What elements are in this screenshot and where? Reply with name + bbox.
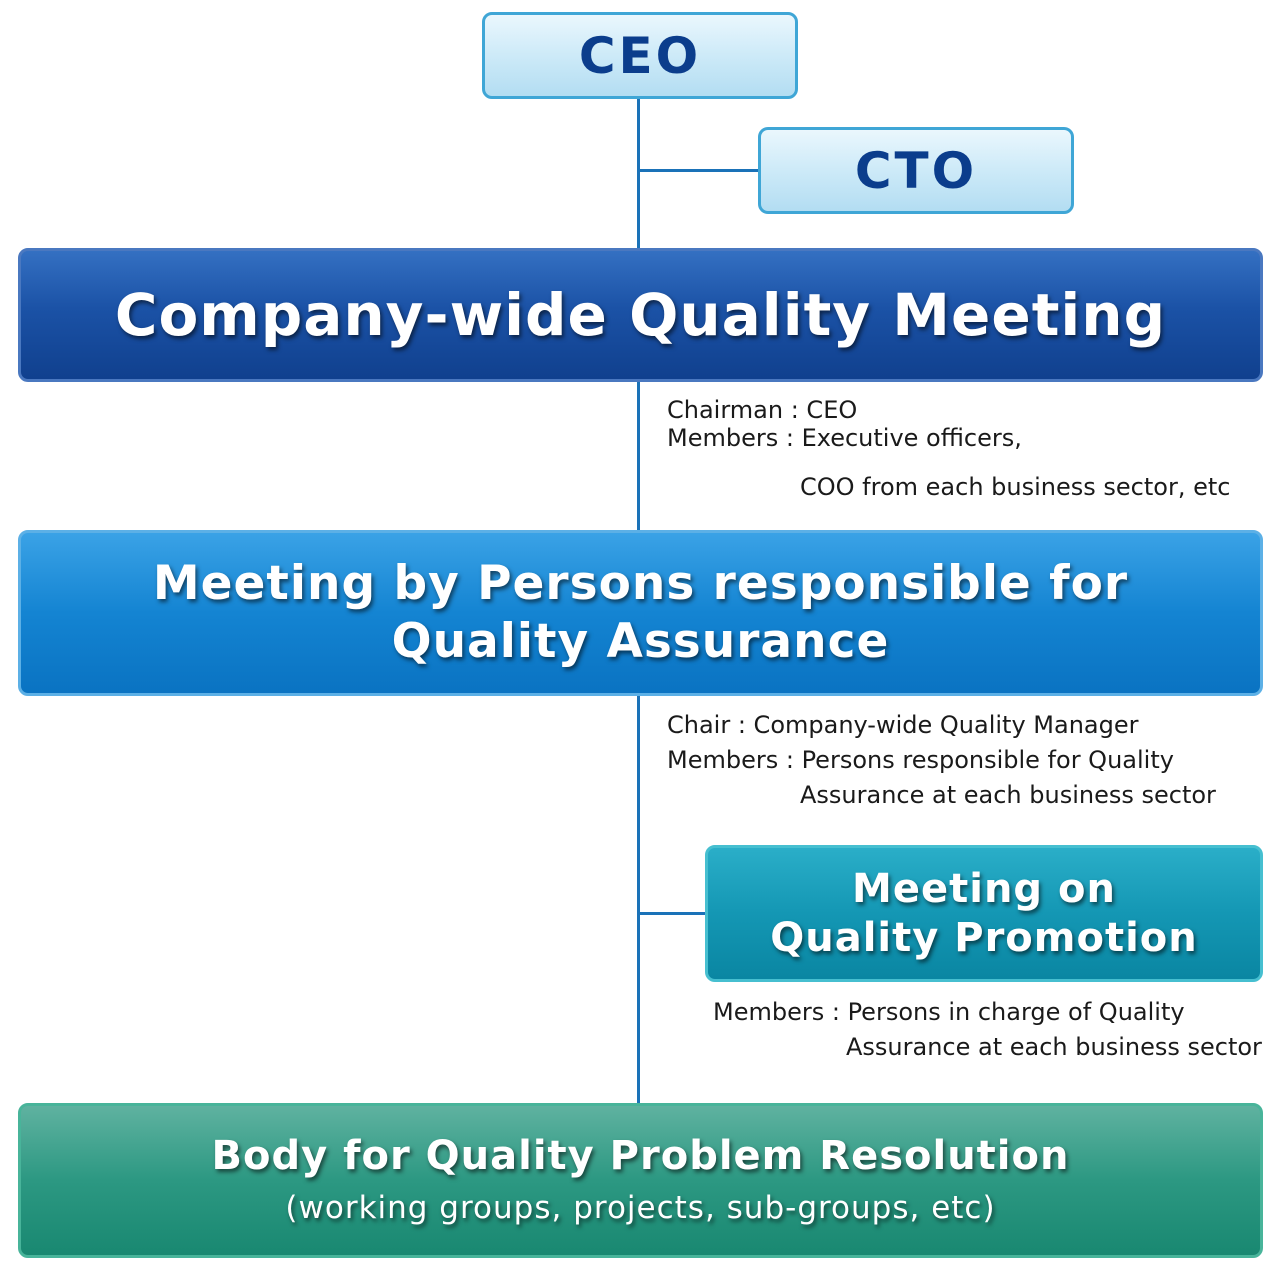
company-meeting-members: Members : Executive officers, <box>667 424 1022 452</box>
qa-meeting-title-line1: Meeting by Persons responsible for <box>152 556 1129 611</box>
quality-promotion-members-cont: Assurance at each business sector <box>846 1033 1262 1061</box>
quality-promotion-title-line1: Meeting on <box>852 865 1116 912</box>
qa-meeting-note: Chair : Company-wide Quality Manager Mem… <box>667 708 1216 813</box>
company-meeting-note: Chairman : CEO Members : Executive offic… <box>667 393 1230 505</box>
qa-meeting-members: Members : Persons responsible for Qualit… <box>667 746 1174 774</box>
quality-promotion-note: Members : Persons in charge of Quality A… <box>713 995 1262 1065</box>
qa-meeting-members-cont: Assurance at each business sector <box>800 781 1216 809</box>
cto-connector <box>637 169 758 172</box>
qa-meeting-chair: Chair : Company-wide Quality Manager <box>667 711 1139 739</box>
cto-label: CTO <box>854 141 978 200</box>
company-meeting-chairman: Chairman : CEO <box>667 396 858 424</box>
quality-problem-resolution-subtitle: (working groups, projects, sub-groups, e… <box>285 1189 996 1226</box>
quality-promotion-meeting-box: Meeting on Quality Promotion <box>705 845 1263 982</box>
ceo-label: CEO <box>578 26 702 85</box>
quality-promotion-title-line2: Quality Promotion <box>770 914 1198 961</box>
qa-meeting-box: Meeting by Persons responsible for Quali… <box>18 530 1263 696</box>
quality-promotion-members: Members : Persons in charge of Quality <box>713 998 1185 1026</box>
qa-meeting-title-line2: Quality Assurance <box>391 614 890 669</box>
company-meeting-members-cont: COO from each business sector, etc <box>800 473 1231 501</box>
ceo-box: CEO <box>482 12 798 99</box>
quality-problem-resolution-title: Body for Quality Problem Resolution <box>211 1132 1070 1179</box>
company-wide-quality-meeting-title: Company-wide Quality Meeting <box>114 281 1167 349</box>
quality-problem-resolution-box: Body for Quality Problem Resolution (wor… <box>18 1103 1263 1258</box>
cto-box: CTO <box>758 127 1074 214</box>
company-wide-quality-meeting-box: Company-wide Quality Meeting <box>18 248 1263 382</box>
promotion-connector <box>637 912 706 915</box>
